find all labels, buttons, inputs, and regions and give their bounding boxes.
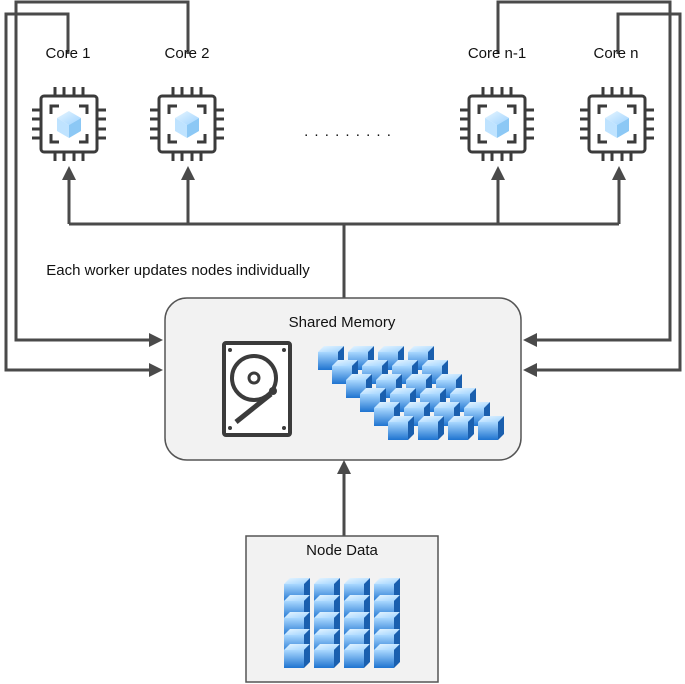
edge-label: Each worker updates nodes individually xyxy=(46,262,310,279)
core-n: Core n xyxy=(578,45,656,163)
core-1-label: Core 1 xyxy=(45,45,90,62)
connector-wires xyxy=(4,0,682,536)
core-n-minus-1: Core n-1 xyxy=(458,45,536,163)
core-1: Core 1 xyxy=(30,45,108,163)
core-n-minus-1-label: Core n-1 xyxy=(468,45,526,62)
core-n-label: Core n xyxy=(593,45,638,62)
arrowheads xyxy=(62,166,626,474)
core-2-label: Core 2 xyxy=(164,45,209,62)
shared-memory-box: Shared Memory xyxy=(164,297,522,461)
node-data-box: Node Data xyxy=(245,535,439,683)
hard-drive-icon xyxy=(222,341,292,437)
cpu-chip-icon xyxy=(458,85,536,163)
core-2: Core 2 xyxy=(148,45,226,163)
shared-memory-title: Shared Memory xyxy=(289,314,396,331)
cpu-chip-icon xyxy=(30,85,108,163)
ellipsis: . . . . . . . . . xyxy=(304,123,392,140)
cpu-chip-icon xyxy=(148,85,226,163)
node-data-title: Node Data xyxy=(306,542,378,559)
cpu-chip-icon xyxy=(578,85,656,163)
